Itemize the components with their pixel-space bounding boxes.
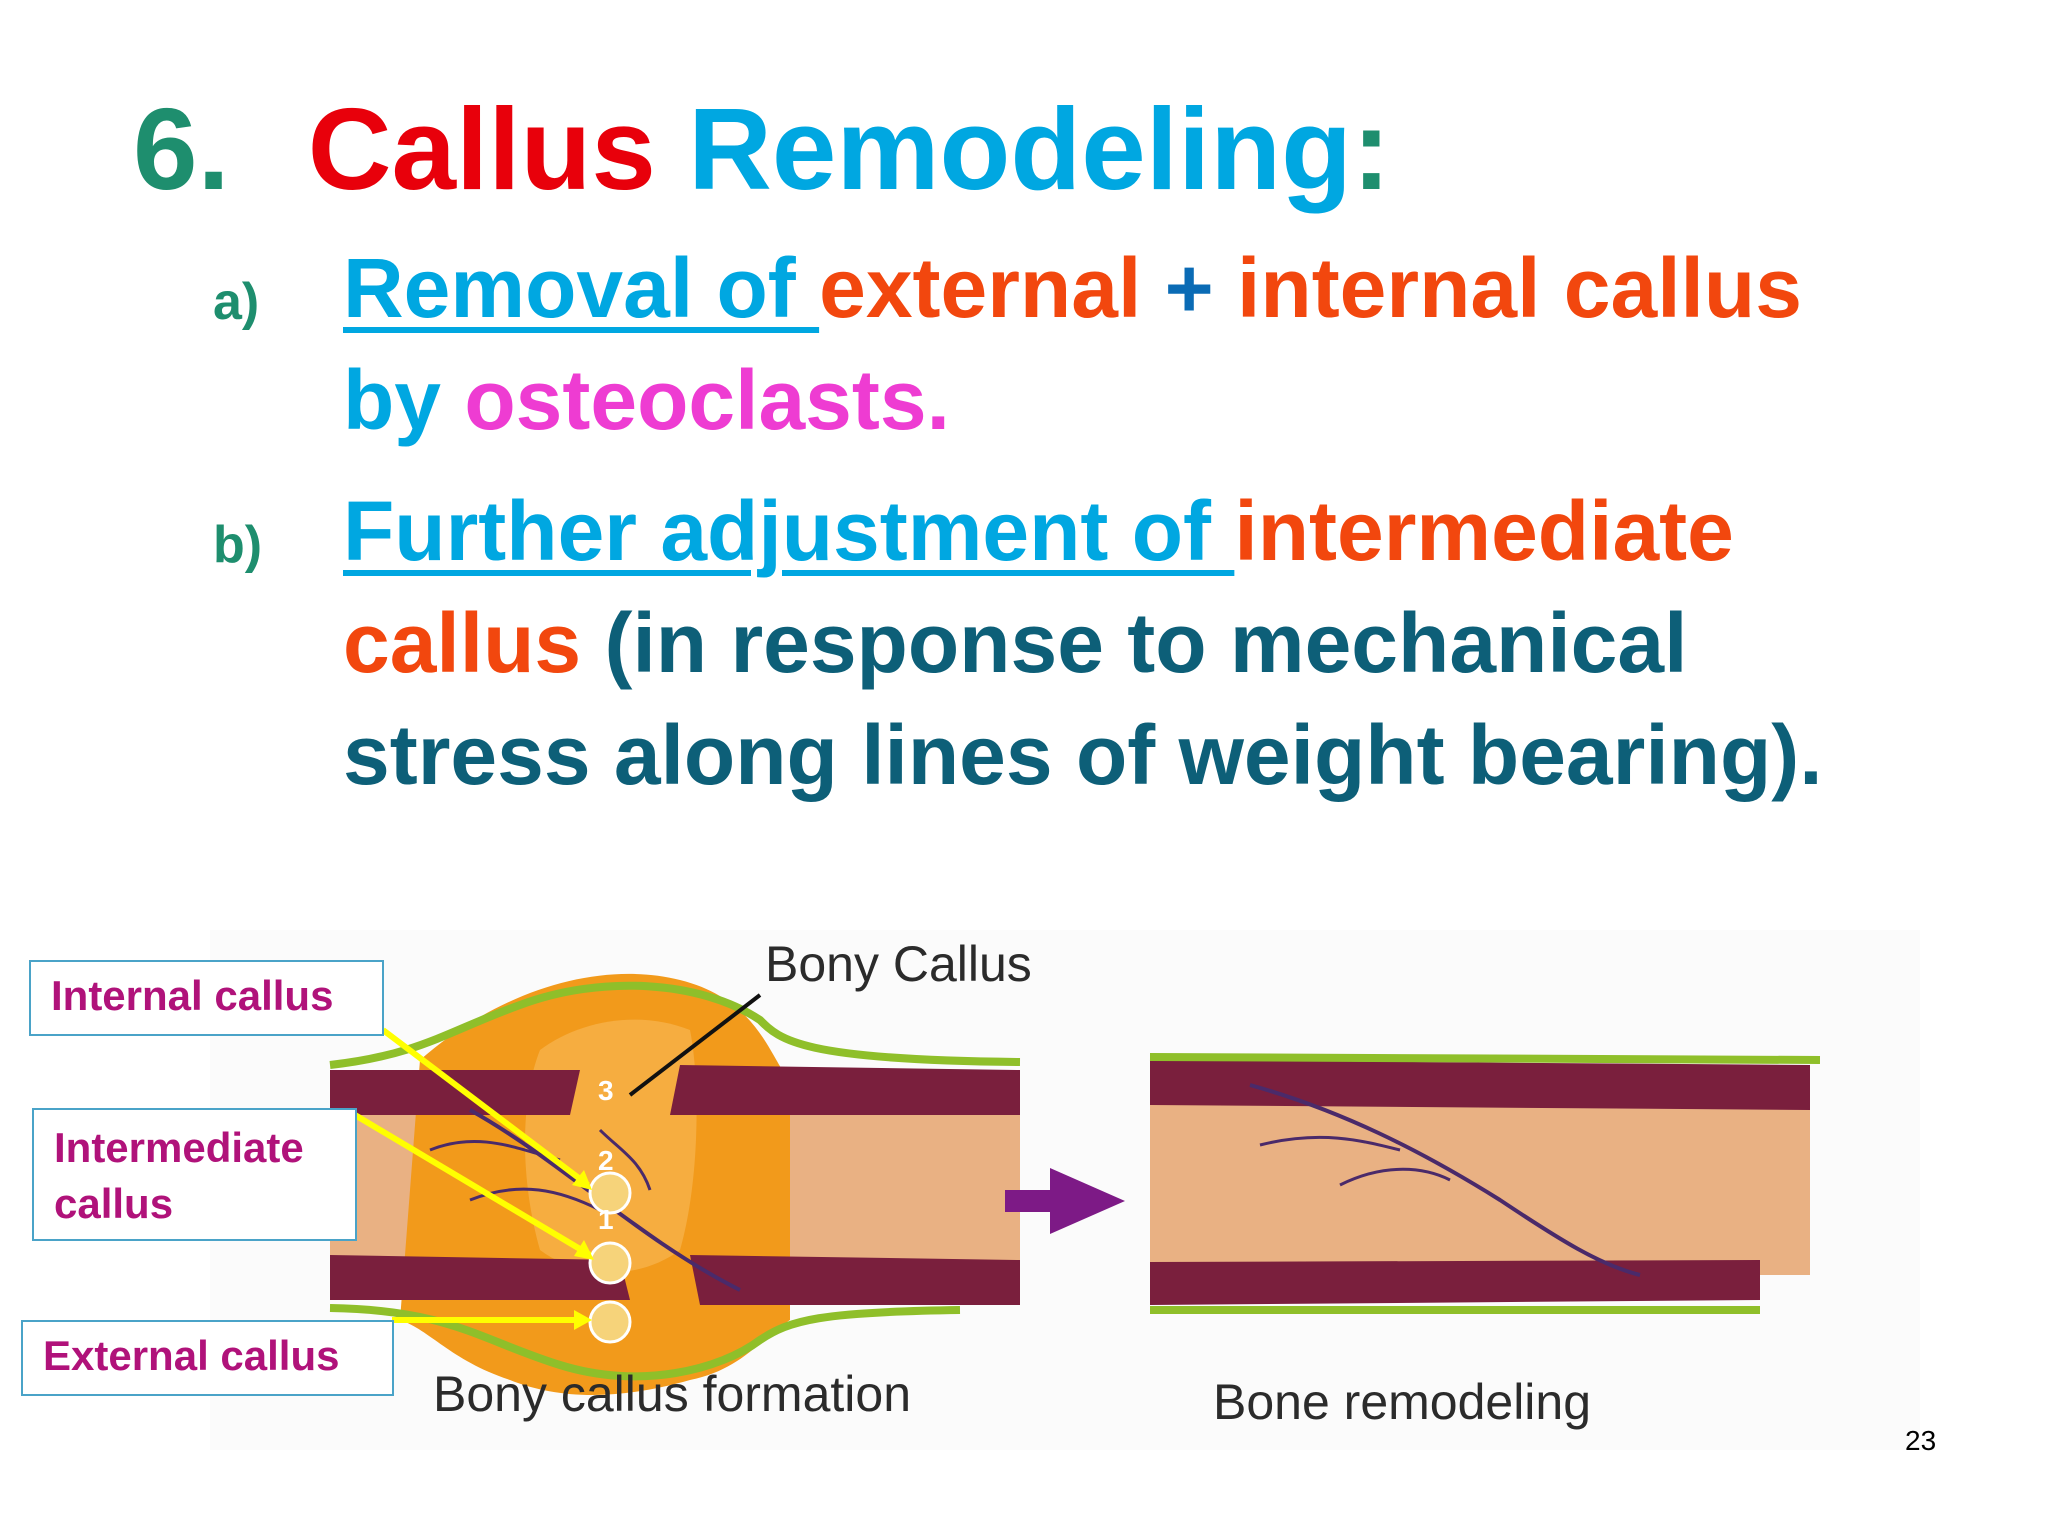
marker-2-label: 2 bbox=[598, 1145, 614, 1176]
left-periosteum-top bbox=[329, 981, 1021, 1069]
bony-callus-pointer bbox=[628, 993, 762, 1097]
left-cortex-bottom-a bbox=[330, 1255, 630, 1300]
marker-3-label: 3 bbox=[598, 1075, 614, 1106]
item-b-label: b) bbox=[213, 516, 263, 574]
marker-1-label: 1 bbox=[598, 1204, 614, 1235]
bone-illustration bbox=[210, 930, 1920, 1450]
transition-arrow-icon bbox=[1005, 1168, 1125, 1234]
bone-callus-formation bbox=[329, 973, 1021, 1395]
marker-2 bbox=[588, 1241, 632, 1285]
title-word-remodeling: Remodeling bbox=[688, 84, 1352, 214]
bone-remodeling bbox=[1149, 1053, 1821, 1314]
pointer-internal bbox=[381, 1027, 590, 1188]
right-cortex-top bbox=[1150, 1060, 1810, 1110]
right-vessel-2 bbox=[1339, 1167, 1451, 1187]
title-word-callus: Callus bbox=[307, 84, 656, 214]
item-a-external: external bbox=[819, 241, 1142, 335]
left-periosteum-bottom bbox=[329, 1304, 961, 1381]
item-b-intermediate-callus: intermediate callus bbox=[343, 484, 1734, 690]
pointer-intermediate bbox=[353, 1112, 592, 1258]
page-number: 23 bbox=[1905, 1425, 1937, 1456]
caption-bony-callus-formation: Bony callus formation bbox=[433, 1366, 912, 1422]
bony-callus-label: Bony Callus bbox=[765, 936, 1032, 992]
right-marrow bbox=[1150, 1095, 1810, 1275]
title-number: 6. bbox=[133, 84, 230, 214]
callout-internal-callus: Internal callus bbox=[29, 960, 384, 1036]
right-periosteum-top bbox=[1149, 1053, 1821, 1064]
pointer-intermediate-head bbox=[574, 1240, 594, 1260]
callout-external-callus: External callus bbox=[21, 1320, 394, 1396]
left-cortex-top-a bbox=[330, 1070, 580, 1115]
marker-1 bbox=[588, 1300, 632, 1344]
item-a-plus: + bbox=[1164, 241, 1214, 335]
item-a-underlined: Removal of bbox=[343, 241, 820, 335]
bone-healing-figure: 3 2 1 Bony Callus Bony callus formation … bbox=[0, 900, 2048, 1460]
item-a-text: Removal of external + internal callus by… bbox=[343, 232, 1993, 456]
marker-3 bbox=[588, 1171, 632, 1215]
pointer-external-head bbox=[574, 1310, 592, 1330]
left-vessel-3 bbox=[598, 1128, 652, 1191]
caption-bone-remodeling: Bone remodeling bbox=[1213, 1374, 1592, 1430]
item-b-rest: (in response to mechanical stress along … bbox=[343, 596, 1823, 802]
item-a-osteoclasts: osteoclasts bbox=[464, 353, 927, 447]
pointer-internal-head bbox=[572, 1170, 592, 1190]
title-colon: : bbox=[1351, 84, 1391, 214]
item-a-by: by bbox=[343, 353, 465, 447]
left-cortex-top-b bbox=[670, 1065, 1020, 1115]
left-cortex-bottom-b bbox=[690, 1255, 1020, 1305]
item-a-label: a) bbox=[213, 273, 260, 331]
slide-title: 6. Callus Remodeling: bbox=[133, 80, 1391, 219]
item-b-text: Further adjustment of intermediate callu… bbox=[343, 475, 1903, 811]
callout-intermediate-callus: Intermediate callus bbox=[32, 1108, 357, 1241]
right-vessel-main bbox=[1249, 1083, 1641, 1277]
item-b-underlined: Further adjustment of bbox=[343, 484, 1235, 578]
right-vessel-1 bbox=[1259, 1135, 1401, 1152]
item-a-internal: internal callus bbox=[1237, 241, 1802, 335]
right-cortex-bottom bbox=[1150, 1260, 1760, 1305]
item-a-period: . bbox=[926, 353, 950, 447]
